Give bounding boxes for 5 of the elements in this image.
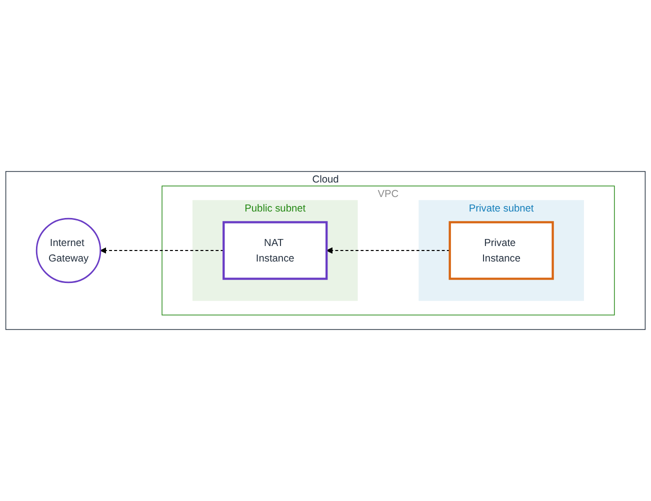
arrow — [326, 247, 450, 254]
arrow — [100, 247, 224, 254]
node-box: NAT Instance — [222, 221, 328, 280]
node-circle: Internet Gateway — [36, 218, 102, 284]
node-box: Private Instance — [448, 221, 554, 280]
